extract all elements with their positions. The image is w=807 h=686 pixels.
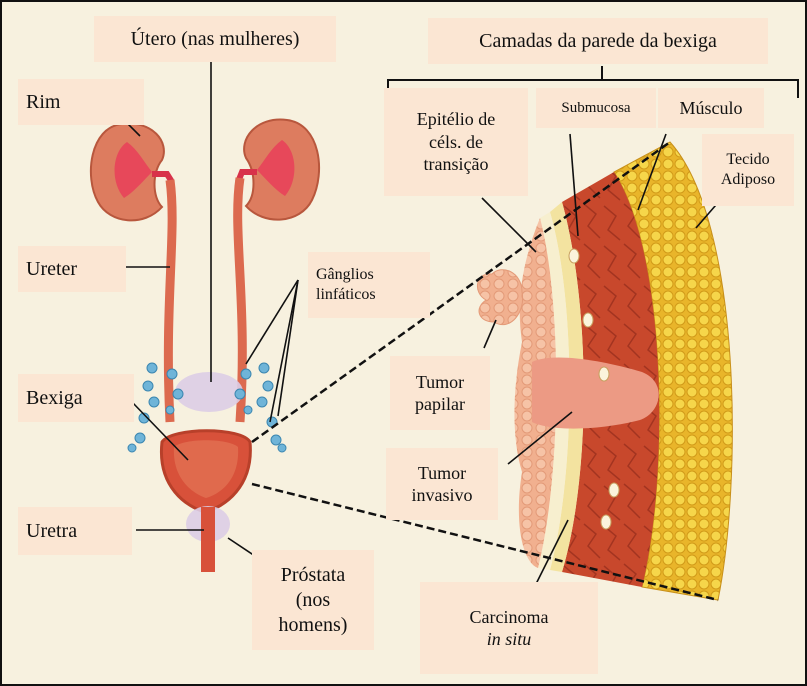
papillary-tumor	[477, 270, 522, 325]
label-tumor-papilar: Tumor papilar	[390, 356, 490, 430]
label-prostata: Próstata (nos homens)	[252, 550, 374, 650]
right-kidney	[238, 120, 319, 220]
label-carcinoma: Carcinoma	[470, 606, 549, 629]
label-ganglios: Gânglios linfáticos	[308, 252, 430, 318]
bladder	[161, 431, 250, 512]
urethra	[201, 507, 215, 572]
label-musculo: Músculo	[658, 88, 764, 128]
label-camadas: Camadas da parede da bexiga	[428, 18, 768, 64]
bladder-wall-section	[477, 142, 732, 600]
label-epitelio: Epitélio de céls. de transição	[384, 88, 528, 196]
left-kidney	[91, 124, 172, 221]
label-tecido-adiposo: Tecido Adiposo	[702, 134, 794, 206]
label-submucosa: Submucosa	[536, 88, 656, 128]
label-in-situ: in situ	[487, 628, 532, 651]
label-rim: Rim	[18, 79, 144, 125]
label-ureter: Ureter	[18, 246, 126, 292]
label-bexiga: Bexiga	[18, 374, 134, 422]
label-uretra: Uretra	[18, 507, 132, 555]
uterus	[175, 372, 243, 412]
label-utero: Útero (nas mulheres)	[94, 16, 336, 62]
label-carcinoma-in-situ: Carcinoma in situ	[420, 582, 598, 674]
label-tumor-invasivo: Tumor invasivo	[386, 448, 498, 520]
